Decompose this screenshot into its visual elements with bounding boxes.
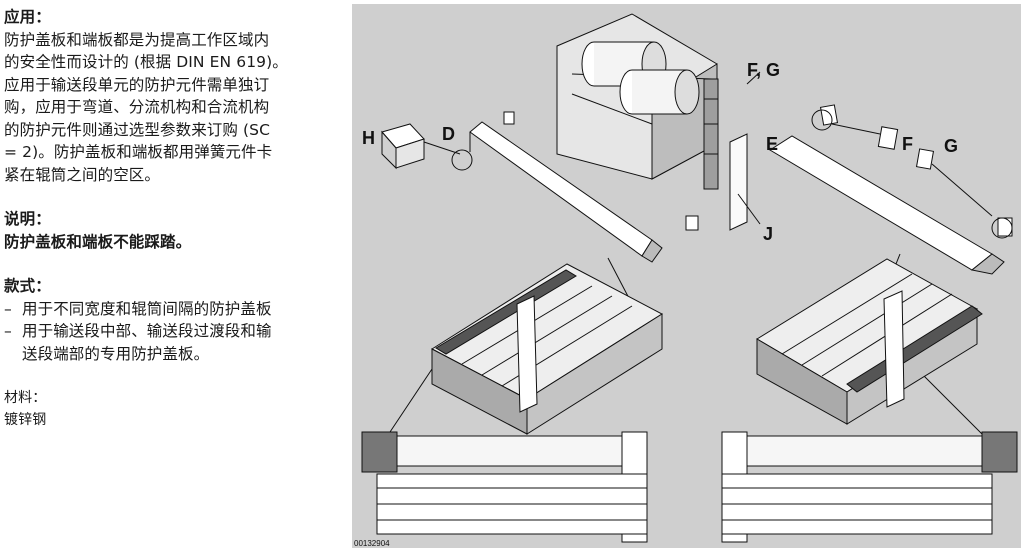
callout-h: H bbox=[362, 128, 375, 148]
application-line: = 2)。防护盖板和端板都用弹簧元件卡 bbox=[4, 143, 273, 161]
bracket-h bbox=[381, 123, 425, 170]
callout-f: F bbox=[902, 134, 913, 154]
description-column: 应用： 防护盖板和端板都是为提高工作区域内 的安全性而设计的 (根据 DIN E… bbox=[4, 6, 340, 431]
conveyor-assembly-right bbox=[756, 258, 983, 425]
material-value: 镀锌钢 bbox=[4, 412, 47, 428]
callout-j: J bbox=[763, 224, 773, 244]
application-line: 的安全性而设计的 (根据 DIN EN 619)。 bbox=[4, 53, 288, 71]
note-text: 防护盖板和端板不能踩踏。 bbox=[4, 232, 192, 251]
variants-list: –用于不同宽度和辊筒间隔的防护盖板 –用于输送段中部、输送段过渡段和输送段端部的… bbox=[4, 298, 340, 366]
cover-plate-e bbox=[769, 135, 993, 271]
note-heading: 说明： bbox=[4, 210, 51, 228]
callout-fg: F, G bbox=[747, 60, 780, 80]
application-line: 应用于输送段单元的防护元件需单独订 bbox=[4, 75, 270, 94]
application-line: 紧在辊筒之间的空区。 bbox=[4, 165, 161, 184]
figure-number: 00132904 bbox=[354, 539, 390, 548]
application-paragraph: 防护盖板和端板都是为提高工作区域内 的安全性而设计的 (根据 DIN EN 61… bbox=[4, 29, 340, 187]
material-label: 材料： bbox=[4, 390, 47, 406]
detail-circle bbox=[451, 149, 473, 171]
detail-circle bbox=[991, 217, 1013, 239]
exploded-assembly-drawing: F, G H D E F G J 00132904 bbox=[354, 13, 1018, 548]
callout-e: E bbox=[766, 134, 778, 154]
application-line: 防护盖板和端板都是为提高工作区域内 bbox=[4, 30, 270, 49]
end-plate-g bbox=[915, 148, 935, 170]
end-plate-f bbox=[877, 126, 899, 150]
application-line: 的防护元件则通过选型参数来订购 (SC bbox=[4, 120, 271, 139]
section-view-right bbox=[721, 431, 1018, 543]
technical-illustration: F, G H D E F G J 00132904 bbox=[352, 4, 1021, 548]
callout-g: G bbox=[944, 136, 958, 156]
spring-clip bbox=[685, 215, 699, 231]
roller bbox=[619, 69, 700, 115]
spring-clip bbox=[503, 111, 515, 125]
spring-clip bbox=[819, 104, 839, 126]
end-plate-j bbox=[729, 133, 748, 231]
variant-item: –用于不同宽度和辊筒间隔的防护盖板 bbox=[4, 299, 272, 318]
variants-heading: 款式： bbox=[4, 277, 51, 295]
callout-d: D bbox=[442, 124, 455, 144]
conveyor-assembly-left bbox=[431, 263, 663, 435]
section-view-left bbox=[361, 431, 648, 543]
application-heading: 应用： bbox=[4, 8, 51, 26]
variant-item: –用于输送段中部、输送段过渡段和输送段端部的专用防护盖板。 bbox=[4, 322, 272, 363]
detail-circle bbox=[811, 109, 833, 131]
application-line: 购，应用于弯道、分流机构和合流机构 bbox=[4, 98, 270, 116]
